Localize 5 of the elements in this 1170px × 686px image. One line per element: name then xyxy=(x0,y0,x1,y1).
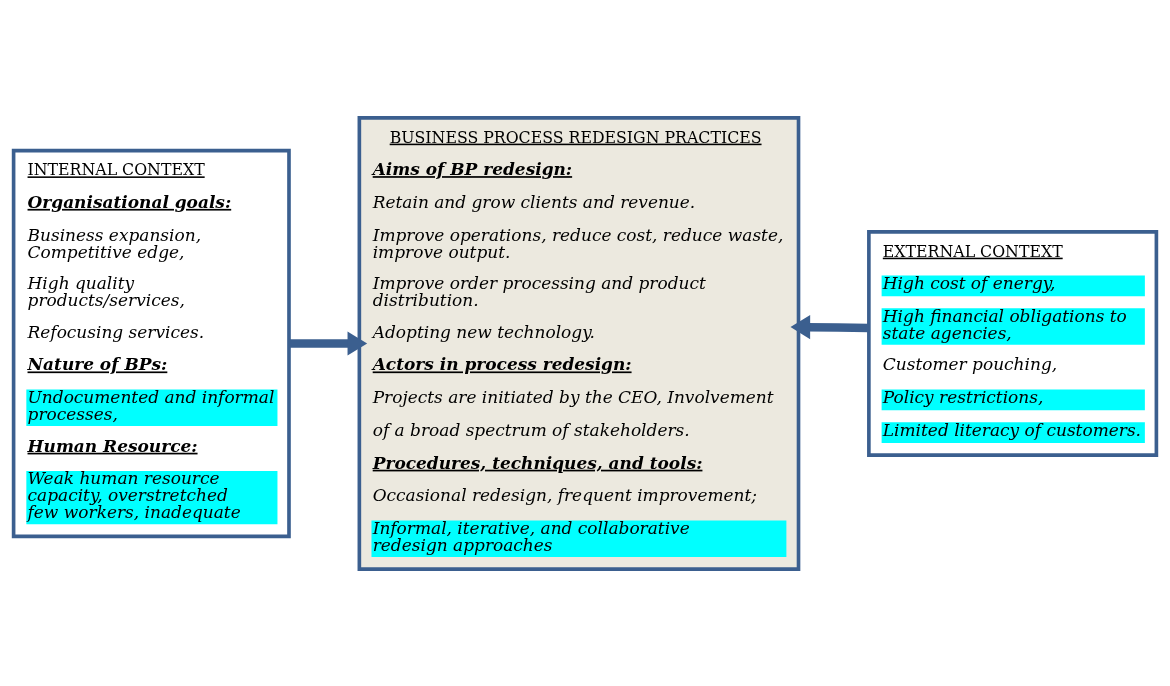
node-box: EXTERNAL CONTEXT High cost of energy, High financial obligations to state agencies, Customer pouching, Policy restrictions, Limited literacy of customers. xyxy=(867,229,1159,457)
node-box: BUSINESS PROCESS REDESIGN PRACTICES Aims of BP redesign: Retain and grow clients and revenue. Improve operations, reduce cost, reduce waste, improve output. Improve order processing and product distribution. Adopting new technology. Actors in process redesign: Projects are initiated by the CEO, Involvement of a broad spectrum of stakeholders. Procedures, techniques, and tools: Occasional redesign, frequent improvement; Informal, iterative, and collaborative redesign approaches xyxy=(357,115,801,571)
node-box: INTERNAL CONTEXT Organisational goals: Business expansion, Competitive edge, High quality products/services, Refocusing services. Nature of BPs: Undocumented and informal processes, Human Resource: Weak human resource capacity, overstretched few workers, inadequate xyxy=(11,148,291,538)
arrow xyxy=(790,314,869,339)
arrow xyxy=(289,330,368,356)
